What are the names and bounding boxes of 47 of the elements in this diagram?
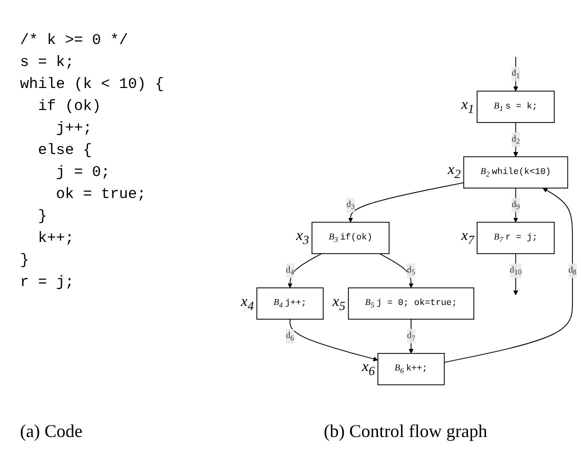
node-annotation: x$_{2}$ — [448, 161, 461, 184]
code-line: ok = true; — [55, 185, 146, 205]
edge-label: d$_{5}$ — [406, 265, 416, 276]
edge-label: d$_{7}$ — [406, 330, 416, 342]
node-box: B$_{7}$ r = j; — [476, 222, 555, 254]
code-line: j = 0; — [55, 163, 110, 183]
node-box: B$_{6}$ k++; — [377, 352, 445, 386]
arrow — [288, 253, 322, 288]
node-annotation: x$_{4}$ — [240, 292, 254, 315]
code-line: s = k; — [20, 53, 74, 73]
node-annotation: x$_{1}$ — [461, 96, 474, 118]
arrow — [513, 122, 518, 157]
code-line: k++; — [37, 229, 74, 249]
arrow — [290, 318, 378, 362]
node-annotation: x$_{7}$ — [461, 226, 474, 249]
code-line: if (ok) — [37, 97, 102, 117]
node-annotation: x$_{3}$ — [296, 226, 309, 249]
edge-label: d$_{1}$ — [512, 68, 520, 80]
code-line: } — [20, 251, 30, 271]
node-box: B$_{3}$ if(ok) — [312, 222, 390, 254]
edge-label: d$_{2}$ — [512, 134, 520, 146]
node-box: B$_{4}$ j++; — [256, 287, 324, 320]
code-line: while (k < 10) { — [20, 75, 164, 95]
edge-label: d$_{9}$ — [512, 200, 520, 211]
code-line: /* k >= 0 */ — [20, 31, 128, 51]
arrow — [444, 188, 573, 363]
arrow — [513, 56, 518, 92]
arrow — [348, 182, 464, 222]
code-line: else { — [37, 141, 92, 161]
code-line: j++; — [55, 119, 92, 139]
edge-label: d$_{3}$ — [346, 200, 355, 211]
arrow — [408, 318, 414, 354]
code-line: } — [37, 207, 48, 227]
edge-label: d$_{6}$ — [286, 330, 294, 342]
node-box: B$_{1}$ s = k; — [476, 90, 555, 123]
code-line: r = j; — [20, 273, 74, 293]
node-box: B$_{2}$ while(k<10) — [463, 156, 568, 189]
edge-label: d$_{8}$ — [568, 265, 577, 276]
arrow — [379, 253, 414, 288]
edge-label: d$_{10}$ — [510, 265, 522, 276]
caption: (a) Code — [20, 421, 82, 441]
node-annotation: x$_{5}$ — [332, 292, 346, 315]
caption: (b) Control flow graph — [324, 421, 488, 441]
node-box: B$_{5}$ j = 0; ok=true; — [348, 287, 474, 320]
arrow — [513, 188, 518, 222]
edge-label: d$_{4}$ — [286, 265, 294, 276]
node-annotation: x$_{6}$ — [362, 358, 375, 380]
